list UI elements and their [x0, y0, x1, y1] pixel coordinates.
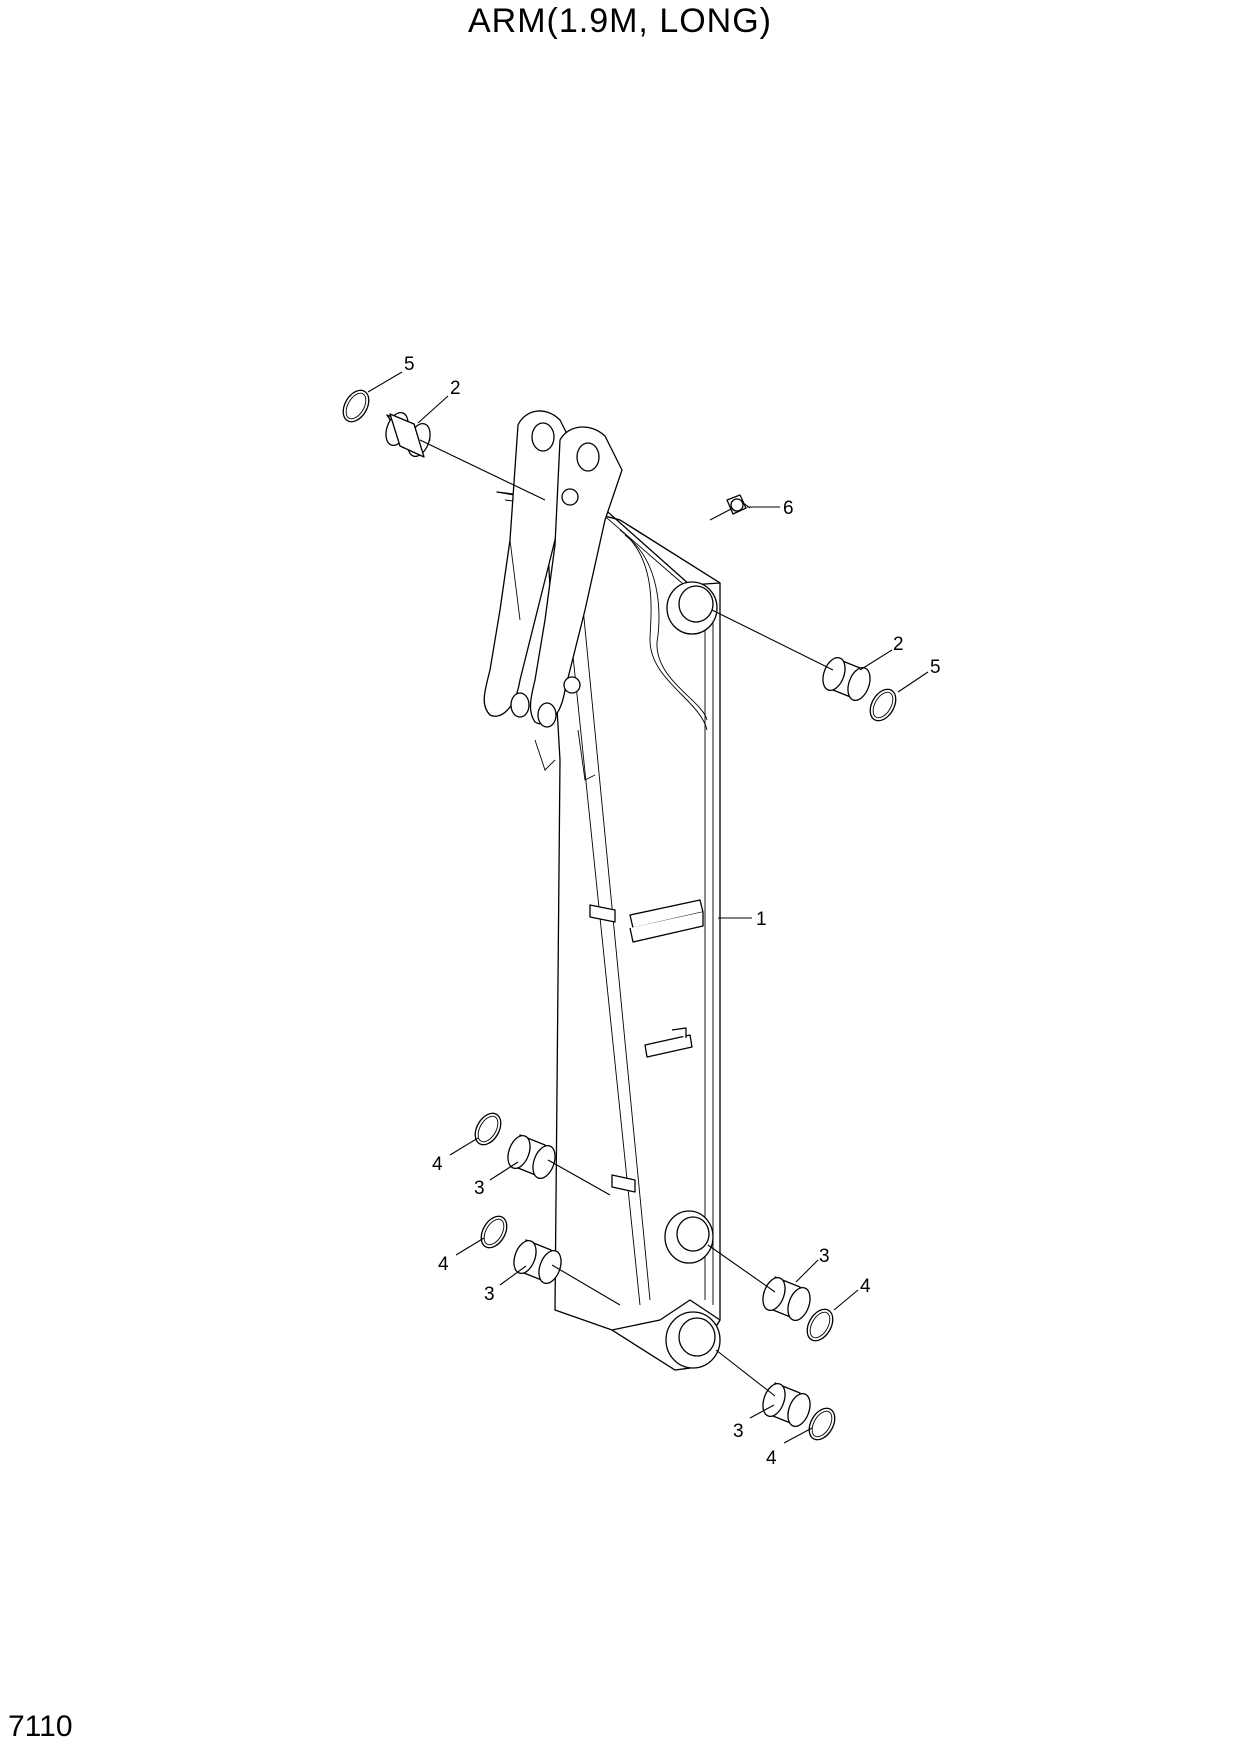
ring-4-d [808, 1407, 836, 1441]
callout-label: 4 [432, 1154, 443, 1175]
diagram-title: ARM(1.9M, LONG) [467, 2, 773, 40]
callout-label: 6 [783, 498, 794, 519]
assembly-lines [419, 439, 834, 1397]
bushing-3-a [507, 1134, 556, 1179]
bushing-3-c [762, 1276, 811, 1321]
callout-label: 4 [860, 1276, 871, 1297]
arm-clevis [483, 410, 623, 781]
callout-label: 3 [819, 1246, 830, 1267]
callout-label: 1 [756, 909, 767, 930]
callout-label: 3 [474, 1178, 485, 1199]
ring-5-right [869, 688, 897, 722]
bushing-3-d [762, 1382, 811, 1427]
ring-4-c [806, 1308, 834, 1342]
ring-4-b [480, 1215, 508, 1249]
ring-4-a [474, 1112, 502, 1146]
callout-label: 2 [893, 634, 904, 655]
callout-leaders [367, 371, 929, 1444]
callout-label: 3 [733, 1421, 744, 1442]
callout-label: 3 [484, 1284, 495, 1305]
grease-fitting-6 [726, 494, 751, 515]
bushing-2-right [822, 657, 871, 701]
callout-label: 5 [404, 354, 415, 375]
ring-5-top [342, 389, 370, 423]
callout-label: 4 [766, 1448, 777, 1469]
callout-labels: 5 2 6 2 5 1 4 3 4 3 3 4 3 4 [404, 354, 941, 1469]
callout-label: 2 [450, 378, 461, 399]
arm-body [496, 491, 721, 1371]
callout-label: 4 [438, 1254, 449, 1275]
callout-label: 5 [930, 657, 941, 678]
bushing-3-b [513, 1239, 562, 1284]
bushing-2-top [385, 412, 431, 458]
page-number: 7110 [8, 1710, 73, 1743]
